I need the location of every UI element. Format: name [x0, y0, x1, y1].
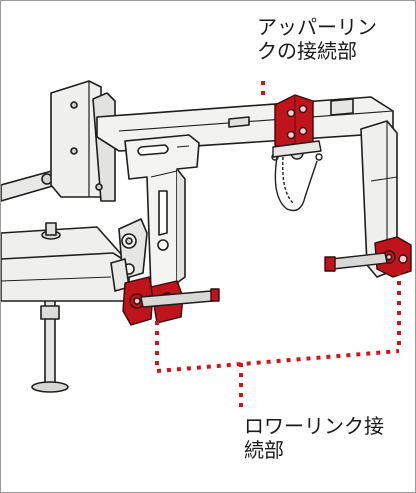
upper-link-connection-label: アッパーリン クの接続部: [257, 15, 377, 63]
upper-link-label-line2: クの接続部: [257, 39, 357, 63]
lower-link-label-line1: ロワーリンク接: [244, 414, 384, 438]
lower-link-connection-label: ロワーリンク接 続部: [244, 414, 384, 462]
upper-link-label-line1: アッパーリン: [257, 15, 377, 39]
lower-link-left: [122, 276, 220, 326]
lower-link-label-line2: 続部: [244, 438, 284, 462]
center-post: [124, 134, 200, 292]
lower-beam: [1, 222, 130, 302]
callout-dotted-lines: [155, 81, 401, 411]
lower-link-right: [324, 236, 412, 278]
upper-link-bracket: [272, 94, 322, 158]
